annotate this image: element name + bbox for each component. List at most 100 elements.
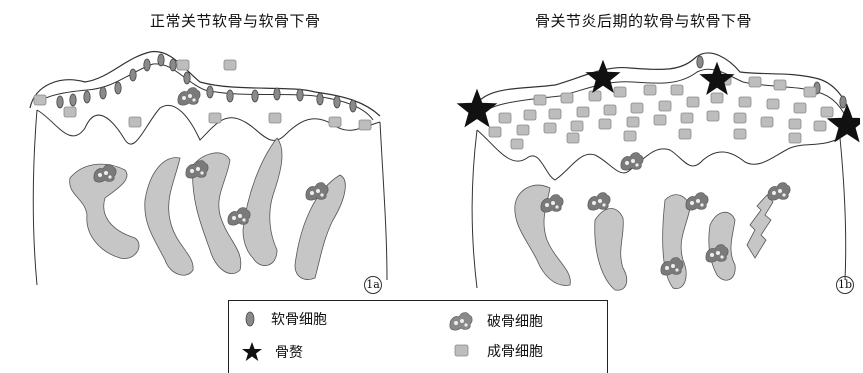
oa-panel-title: 骨关节炎后期的软骨与软骨下骨 <box>535 10 752 31</box>
osteoblast <box>687 97 699 107</box>
osteophyte-star-icon <box>241 341 263 363</box>
normal-joint-diagram <box>15 30 400 300</box>
osteoblast <box>511 139 523 149</box>
chondrocyte <box>334 96 340 108</box>
osteoblast <box>129 117 141 127</box>
chondrocyte <box>144 59 150 71</box>
chondrocyte <box>207 86 213 98</box>
osteoblast-icon <box>447 341 475 361</box>
osteoblast <box>604 105 616 115</box>
bone-left-border <box>472 130 477 288</box>
osteoblast <box>631 103 643 113</box>
chondrocyte <box>317 93 323 105</box>
osteoblast <box>804 87 816 97</box>
osteoblast <box>659 101 671 111</box>
bone-right-border <box>840 138 846 280</box>
legend-label-osteoclast: 破骨细胞 <box>487 311 543 331</box>
osteoblast <box>624 131 636 141</box>
legend-item-osteoblast: 成骨细胞 <box>447 341 543 361</box>
chondrocyte <box>227 90 233 102</box>
osteoblast <box>654 115 666 125</box>
osteoclast-icon <box>447 309 475 333</box>
legend-item-osteoclast: 破骨细胞 <box>447 309 543 333</box>
osteoblast <box>681 113 693 123</box>
osteoblast <box>707 111 719 121</box>
osteoblast <box>269 113 281 123</box>
osteoclast <box>186 161 208 179</box>
osteoblast <box>561 93 573 103</box>
chondrocyte <box>274 88 280 100</box>
osteoblast <box>789 119 801 129</box>
chondrocyte <box>115 82 121 94</box>
chondrocyte <box>840 96 846 108</box>
lacuna <box>243 138 282 266</box>
chondrocyte <box>252 90 258 102</box>
legend: 软骨细胞 骨赘 破骨细胞 成骨细胞 <box>228 300 608 373</box>
osteoblast <box>739 97 751 107</box>
osteoblast <box>589 91 601 101</box>
osteoblast <box>671 85 683 95</box>
osteoblast <box>549 109 561 119</box>
subchondral-bone-line <box>477 130 840 180</box>
osteoblast <box>209 113 221 123</box>
legend-label-osteoblast: 成骨细胞 <box>487 341 543 361</box>
osteoblast <box>627 117 639 127</box>
osteoblast <box>794 103 806 113</box>
chondrocytes <box>57 54 356 112</box>
lacuna <box>595 208 627 290</box>
chondrocyte <box>170 59 176 71</box>
osteoblast <box>177 60 189 70</box>
osteoblast <box>534 95 546 105</box>
osteoblast <box>821 107 833 117</box>
chondrocyte <box>70 94 76 106</box>
osteoblast <box>734 113 746 123</box>
osteoclast <box>178 88 200 106</box>
osteoblast <box>544 123 556 133</box>
chondrocyte <box>350 100 356 112</box>
osteoclast <box>588 193 610 211</box>
osteoblast <box>34 95 46 105</box>
osteophyte-star <box>458 90 496 126</box>
osteoblast <box>567 133 579 143</box>
osteoclast <box>306 183 328 201</box>
osteoblast <box>679 129 691 139</box>
lacuna <box>747 195 773 258</box>
osteoclast <box>621 153 643 171</box>
osteoblast <box>761 117 773 127</box>
osteoblast <box>614 87 626 97</box>
chondrocyte <box>57 96 63 108</box>
panel-label-1b: 1b <box>836 276 854 294</box>
osteoblast <box>524 110 536 120</box>
osteoblast <box>489 127 501 137</box>
osteoblast <box>711 93 723 103</box>
bone-left-border <box>33 110 37 285</box>
osteoblast <box>577 107 589 117</box>
legend-label-osteophyte: 骨赘 <box>275 342 303 362</box>
legend-item-chondrocyte: 软骨细胞 <box>241 309 327 329</box>
chondrocyte <box>130 69 136 81</box>
osteoblast <box>734 129 746 139</box>
osteoblast <box>499 113 511 123</box>
cartilage-surface-line <box>30 52 380 116</box>
subchondral-bone-line <box>37 105 380 144</box>
osteoblast <box>517 125 529 135</box>
osteoblast <box>329 117 341 127</box>
osteoclast <box>686 193 708 211</box>
osteoblast <box>749 77 761 87</box>
osteophyte-star <box>701 63 733 94</box>
panel-label-1a: 1a <box>364 276 382 294</box>
chondrocyte <box>158 54 164 66</box>
osteoblast <box>774 80 786 90</box>
osteoblast <box>224 60 236 70</box>
osteoclast <box>228 208 250 226</box>
osteoblast <box>359 120 371 130</box>
chondrocyte <box>184 72 190 84</box>
chondrocyte-icon <box>241 309 259 329</box>
osteoblast <box>789 133 801 143</box>
oa-joint-diagram <box>455 30 860 300</box>
osteoblast <box>599 119 611 129</box>
legend-label-chondrocyte: 软骨细胞 <box>271 309 327 329</box>
bone-right-border <box>380 122 387 280</box>
normal-panel-title: 正常关节软骨与软骨下骨 <box>150 10 321 31</box>
osteoblast <box>571 121 583 131</box>
